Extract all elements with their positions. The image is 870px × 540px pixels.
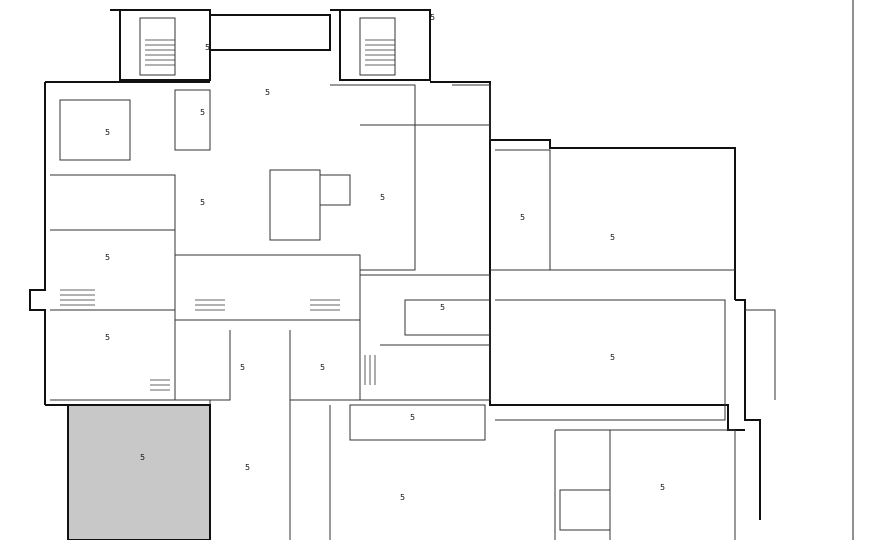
room-mark: 5 [265, 88, 270, 97]
room-mark: 5 [245, 463, 250, 472]
room-mark: 5 [410, 413, 415, 422]
room-mark: 5 [440, 303, 445, 312]
interior-walls [50, 17, 776, 540]
highlighted-room [67, 404, 211, 540]
room-mark: 5 [240, 363, 245, 372]
room-marks: 5 5 5 5 5 5 5 5 5 5 5 5 5 5 5 5 5 5 5 5 [105, 13, 665, 502]
room-mark: 5 [320, 363, 325, 372]
room-mark: 5 [205, 43, 210, 52]
room-mark: 5 [610, 233, 615, 242]
stairs [60, 39, 395, 391]
room-mark: 5 [660, 483, 665, 492]
room-mark: 5 [140, 453, 145, 462]
room-mark: 5 [520, 213, 525, 222]
room-mark: 5 [400, 493, 405, 502]
room-mark: 5 [105, 253, 110, 262]
room-mark: 5 [105, 128, 110, 137]
room-mark: 5 [105, 333, 110, 342]
room-mark: 5 [200, 108, 205, 117]
room-mark: 5 [380, 193, 385, 202]
room-mark: 5 [610, 353, 615, 362]
room-mark: 5 [200, 198, 205, 207]
room-mark: 5 [430, 13, 435, 22]
